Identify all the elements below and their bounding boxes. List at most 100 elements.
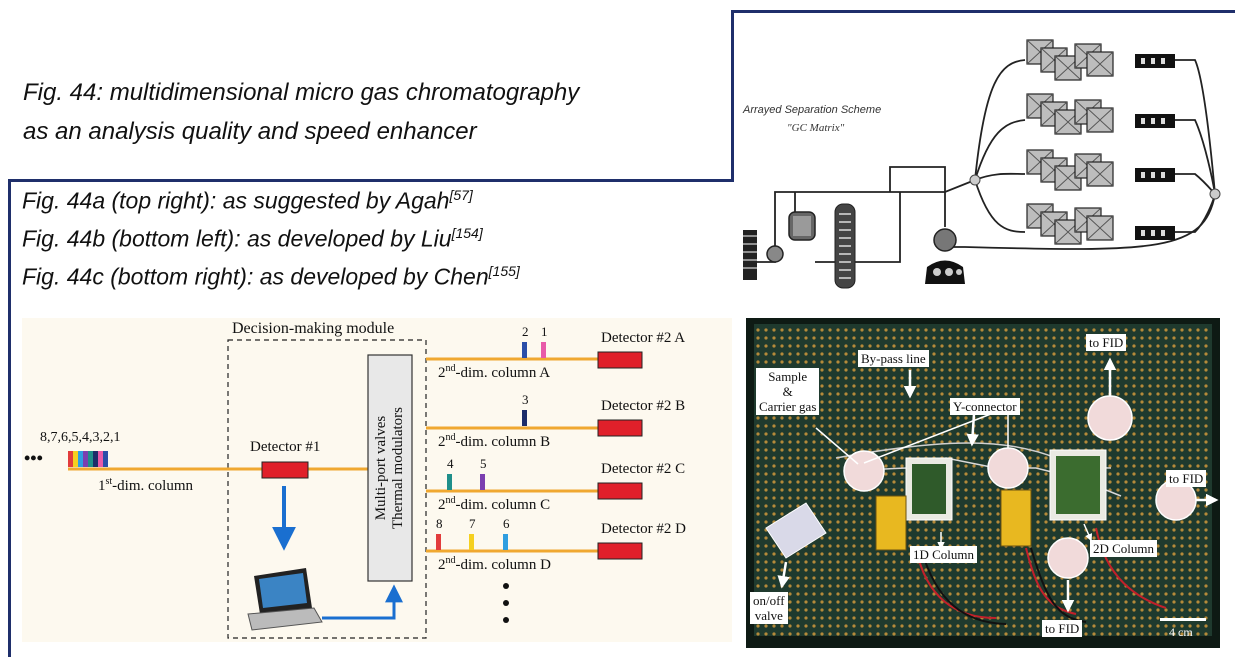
decision-module-box	[227, 339, 427, 639]
device-photo	[746, 318, 1220, 648]
on-off-valve	[765, 502, 827, 559]
mixed-peaks	[68, 451, 108, 467]
peak-label-8: 8	[436, 516, 443, 531]
detector-2d-label: Detector #2 D	[601, 521, 686, 537]
subcaption-c: Fig. 44c (bottom right): as developed by…	[22, 263, 520, 291]
first-dim-pre: 1	[98, 478, 106, 494]
y-connector	[987, 447, 1029, 489]
modulator-node	[933, 228, 957, 252]
detector-2b-label: Detector #2 B	[601, 398, 686, 414]
valve-node	[766, 245, 784, 263]
col-b-text: -dim. column B	[455, 434, 551, 450]
col-b-pre: 2	[438, 434, 446, 450]
module-label: Decision-making module	[232, 320, 395, 337]
peak-2	[522, 342, 527, 358]
column-array-1	[1026, 39, 1082, 81]
scale-label: 4 cm	[1169, 625, 1193, 639]
fid-fitting-bottom	[1047, 537, 1089, 579]
detector-2a-label: Detector #2 A	[601, 330, 686, 346]
panel-c-chen-device: Sample & Carrier gas By-pass line Y-conn…	[746, 318, 1220, 648]
valves-box	[367, 354, 413, 582]
laptop-icon	[247, 568, 323, 631]
to-fid-bottom-label: to FID	[1042, 620, 1083, 637]
peak-4	[447, 474, 452, 490]
subcaption-b-ref: [154]	[451, 225, 483, 241]
caption-rule-top	[731, 10, 1235, 13]
column-b-label: 2nd-dim. column B	[438, 432, 550, 451]
fid-fitting-top	[1087, 395, 1133, 441]
col-d-sup: nd	[445, 555, 456, 566]
heater-connector-1	[875, 495, 907, 551]
gc-matrix-diagram	[743, 39, 1221, 289]
col1d-label: 1D Column	[910, 546, 978, 563]
peak-label-7: 7	[469, 516, 476, 531]
arrow-to-valves	[322, 584, 403, 620]
peak-3	[522, 410, 527, 426]
figure-title-line2: as an analysis quality and speed enhance…	[23, 118, 477, 145]
valves-label: Multi-port valves Thermal modulators	[373, 407, 407, 529]
split-node	[969, 174, 981, 186]
heater-connector-2	[1000, 489, 1032, 547]
peak-label-2: 2	[522, 324, 529, 339]
detector-2c-box	[597, 482, 643, 500]
detector-1-label: Detector #1	[250, 439, 321, 455]
col2d-label: 2D Column	[1090, 540, 1158, 557]
inlet-block	[743, 230, 757, 280]
panel-b-liu-schematic: Decision-making module ••• 8,7,6,5,4,3,2…	[22, 318, 732, 642]
column-array-3	[1026, 149, 1082, 191]
detector-2a-box	[597, 351, 643, 369]
caption-rule-right	[731, 10, 734, 182]
detector-1-box	[261, 461, 309, 479]
detector-2c-label: Detector #2 C	[601, 461, 686, 477]
merge-node	[1209, 188, 1221, 200]
col-b-sup: nd	[445, 432, 456, 443]
peak-6	[503, 534, 508, 550]
more-dot-3	[503, 617, 509, 623]
peak-5	[480, 474, 485, 490]
panel-a-title: Arrayed Separation Scheme	[743, 104, 882, 116]
subcaption-a-ref: [57]	[449, 187, 473, 203]
scale-bar	[1160, 618, 1206, 621]
col-c-text: -dim. column C	[455, 497, 551, 513]
peak-label-3: 3	[522, 392, 529, 407]
panel-a-subtitle: "GC Matrix"	[787, 122, 845, 134]
peak-1	[541, 342, 546, 358]
subcaption-c-text: Fig. 44c (bottom right): as developed by…	[22, 263, 489, 290]
detector-base	[925, 260, 965, 284]
matrix-detector-2	[1135, 114, 1175, 128]
to-fid-right-label: to FID	[1166, 470, 1207, 487]
valves-line1: Multi-port valves	[373, 415, 389, 521]
peak-label-5: 5	[480, 456, 487, 471]
caption-rule-mid	[8, 179, 734, 182]
col-a-sup: nd	[445, 363, 456, 374]
more-dot-1	[503, 583, 509, 589]
matrix-detector-4	[1135, 226, 1175, 240]
subcaption-a: Fig. 44a (top right): as suggested by Ag…	[22, 187, 473, 215]
col-d-text: -dim. column D	[455, 557, 551, 573]
first-dim-label: 1st-dim. column	[98, 476, 193, 495]
more-dot-2	[503, 600, 509, 606]
to-fid-top-label: to FID	[1086, 334, 1127, 351]
subcaption-c-ref: [155]	[488, 263, 520, 279]
column-a-label: 2nd-dim. column A	[438, 363, 550, 382]
valve-label: on/off valve	[750, 592, 788, 624]
bypass-label: By-pass line	[858, 350, 929, 367]
peak-label-1: 1	[541, 324, 548, 339]
peaks-label: 8,7,6,5,4,3,2,1	[40, 430, 121, 445]
first-dim-post: -dim. column	[112, 478, 193, 494]
peak-label-6: 6	[503, 516, 510, 531]
peak-7	[469, 534, 474, 550]
yconnector-label: Y-connector	[950, 398, 1020, 415]
col-a-text: -dim. column A	[455, 365, 551, 381]
valves-line2: Thermal modulators	[390, 406, 406, 530]
subcaption-b: Fig. 44b (bottom left): as developed by …	[22, 225, 483, 253]
detector-2b-box	[597, 419, 643, 437]
sample-label: Sample & Carrier gas	[756, 368, 820, 415]
subcaption-b-text: Fig. 44b (bottom left): as developed by …	[22, 225, 452, 252]
first-dim-sup: st	[105, 476, 113, 487]
liu-schematic-diagram	[68, 339, 643, 639]
matrix-detector-1	[1135, 54, 1175, 68]
caption-rule-left	[8, 179, 11, 657]
detector-2d-box	[597, 542, 643, 560]
column-array-2	[1026, 93, 1082, 135]
